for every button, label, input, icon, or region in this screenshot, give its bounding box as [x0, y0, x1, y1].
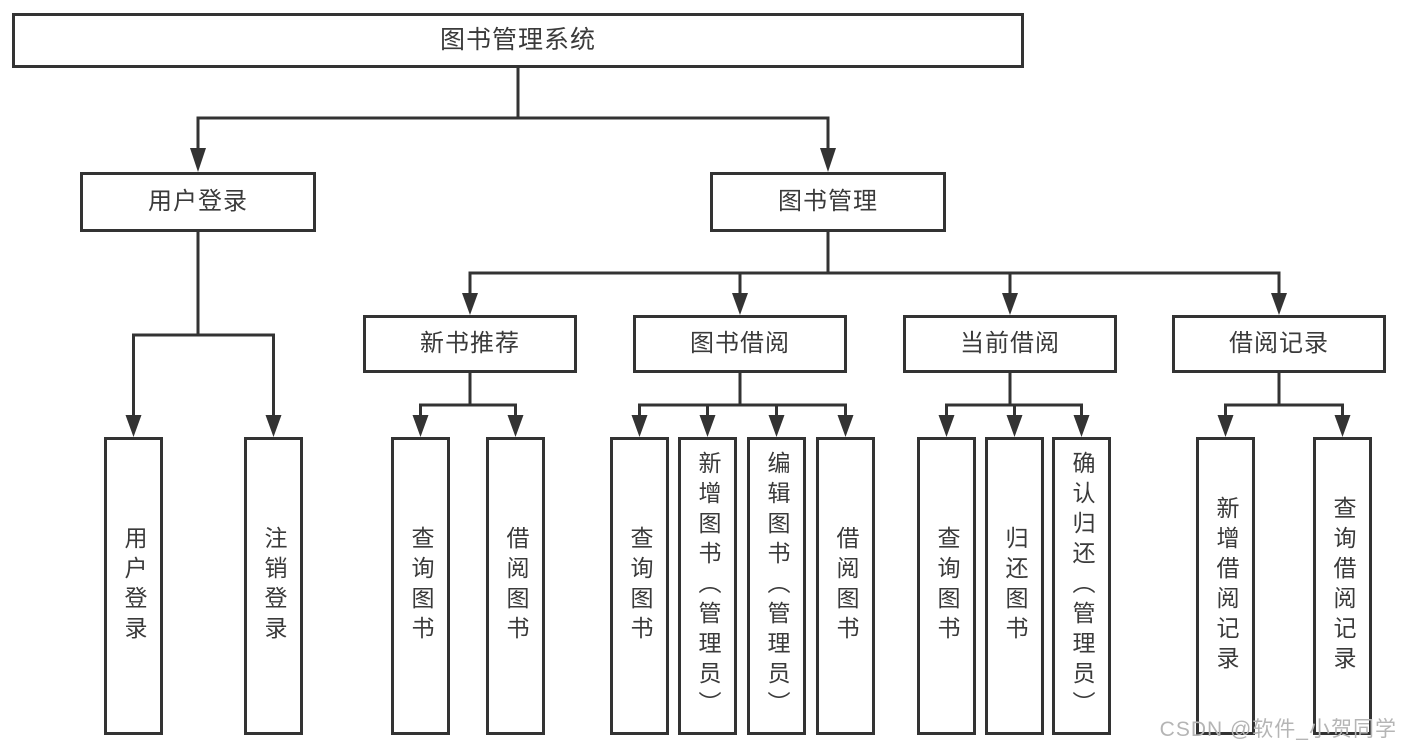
leaf-add-borrow-record: 新增借阅记录: [1196, 437, 1255, 735]
node-library-system: 图书管理系统: [12, 13, 1024, 68]
leaf-logout: 注销登录: [244, 437, 303, 735]
csdn-watermark: CSDN @软件_小贺同学: [1159, 718, 1397, 741]
node-new-book-recommend: 新书推荐: [363, 315, 577, 373]
leaf-user-login: 用户登录: [104, 437, 163, 735]
leaf-query-books-current: 查询图书: [917, 437, 976, 735]
node-book-management: 图书管理: [710, 172, 946, 232]
leaf-borrow-books: 借阅图书: [816, 437, 875, 735]
node-user-login: 用户登录: [80, 172, 316, 232]
node-book-borrow: 图书借阅: [633, 315, 847, 373]
leaf-add-books-admin: 新增图书（管理员）: [678, 437, 737, 735]
leaf-query-books-borrow: 查询图书: [610, 437, 669, 735]
leaf-edit-books-admin: 编辑图书（管理员）: [747, 437, 806, 735]
leaf-query-borrow-record: 查询借阅记录: [1313, 437, 1372, 735]
leaf-return-books: 归还图书: [985, 437, 1044, 735]
node-borrow-records: 借阅记录: [1172, 315, 1386, 373]
leaf-borrow-books-recommend: 借阅图书: [486, 437, 545, 735]
leaf-confirm-return-admin: 确认归还（管理员）: [1052, 437, 1111, 735]
node-current-borrow: 当前借阅: [903, 315, 1117, 373]
leaf-query-books-recommend: 查询图书: [391, 437, 450, 735]
